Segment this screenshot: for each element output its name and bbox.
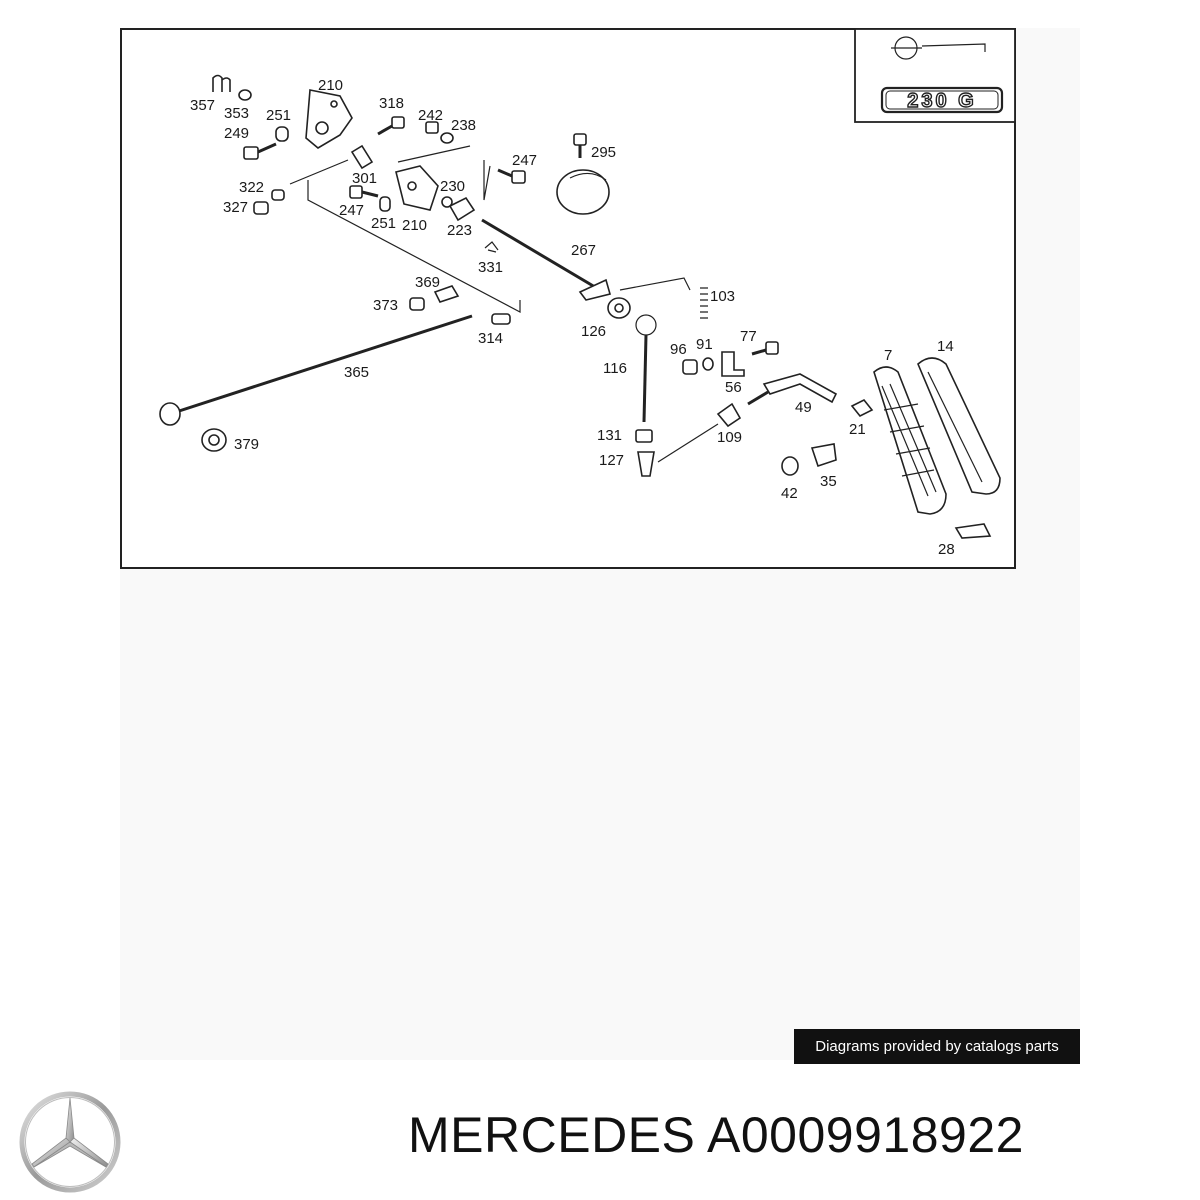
model-badge-box: 230 G [854,28,1016,123]
part-91-washer [702,357,714,371]
label-369: 369 [415,274,440,291]
part-caption: MERCEDES A0009918922 [408,1107,1024,1163]
label-247-mid: 247 [339,202,364,219]
label-314: 314 [478,330,503,347]
part-301-clamp [350,144,374,170]
label-109: 109 [717,429,742,446]
mercedes-star-logo-icon [19,1091,121,1193]
part-373-nut [409,297,425,311]
label-103: 103 [710,288,735,305]
part-116-eye-rod [635,314,657,423]
part-49-lever [762,373,838,404]
credit-banner: Diagrams provided by catalogs parts [794,1029,1080,1064]
part-35-bushing [810,443,837,468]
label-96: 96 [670,341,687,358]
part-249-bolt [243,142,277,160]
part-327-nut [253,201,269,215]
label-91: 91 [696,336,713,353]
part-331-clip [484,241,499,253]
part-242-nut [425,121,439,134]
part-21-clip [850,398,874,418]
part-353-washer [238,89,252,101]
model-badge-text: 230 G [907,90,976,112]
label-357: 357 [190,97,215,114]
part-365-rod [175,314,473,414]
part-357-clip [212,74,231,92]
label-331: 331 [478,259,503,276]
label-373: 373 [373,297,398,314]
label-301: 301 [352,170,377,187]
label-327: 327 [223,199,248,216]
part-247-bolt-mid [349,185,379,199]
label-251: 251 [266,107,291,124]
label-210-mid: 210 [402,217,427,234]
part-14-pedal-cover [917,357,1001,495]
part-103-spring [700,287,708,319]
leader-lines [289,145,691,313]
label-238: 238 [451,117,476,134]
label-251-mid: 251 [371,215,396,232]
label-249: 249 [224,125,249,142]
label-77: 77 [740,328,757,345]
part-295-cap [556,133,610,215]
part-77-bolt [751,341,779,356]
part-56-bracket [721,351,745,377]
part-7-pedal [873,366,947,515]
label-230: 230 [440,178,465,195]
label-210: 210 [318,77,343,94]
part-210-bracket [305,89,353,149]
label-14: 14 [937,338,954,355]
part-96-nut [682,359,698,375]
part-42-washer [781,456,799,476]
part-369-joint [433,285,460,303]
part-251-bushing-mid [379,196,391,212]
label-223: 223 [447,222,472,239]
part-28-clip [954,523,992,539]
part-127-socket [637,451,655,477]
part-131-nut [635,429,653,443]
label-126: 126 [581,323,606,340]
part-318-bolt [377,116,405,136]
part-267-rod [481,218,601,292]
part-238-washer [440,132,454,144]
part-314-fitting [491,313,511,325]
label-7: 7 [884,347,892,364]
part-210-plate [395,165,439,211]
label-242: 242 [418,107,443,124]
part-251-bushing [275,126,289,142]
label-267: 267 [571,242,596,259]
label-21: 21 [849,421,866,438]
label-131: 131 [597,427,622,444]
label-42: 42 [781,485,798,502]
label-49: 49 [795,399,812,416]
part-109-knob [716,402,742,428]
credit-text: Diagrams provided by catalogs parts [815,1038,1059,1055]
label-379: 379 [234,436,259,453]
label-56: 56 [725,379,742,396]
part-230-washer [441,196,453,208]
label-295: 295 [591,144,616,161]
label-28: 28 [938,541,955,558]
part-247-bolt-upper [497,168,526,184]
label-127: 127 [599,452,624,469]
part-379-bushing [201,428,227,452]
label-35: 35 [820,473,837,490]
label-353: 353 [224,105,249,122]
label-116: 116 [603,360,627,377]
label-322: 322 [239,179,264,196]
label-365: 365 [344,364,369,381]
part-322-washer [271,189,285,201]
label-318: 318 [379,95,404,112]
label-247: 247 [512,152,537,169]
part-223-bracket [448,196,476,222]
